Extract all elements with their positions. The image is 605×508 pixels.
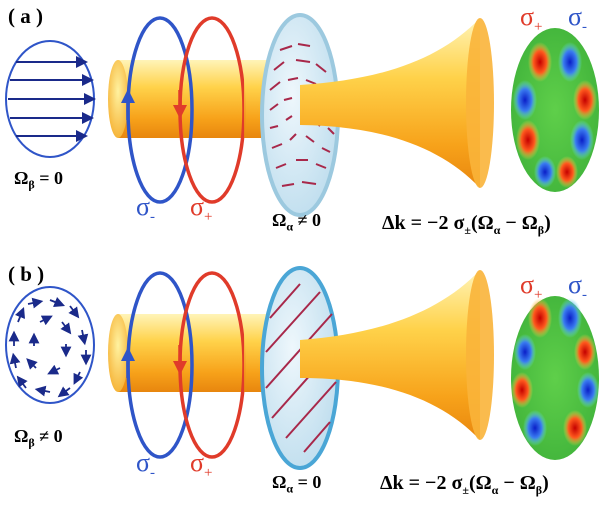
panel-label-a: ( a ) [8,4,43,28]
legend-sigma-minus-a: σ- [568,2,588,36]
phase-mismatch-formula-a: Δk = −2 σ±(Ωα − Ωβ) [382,212,551,237]
sigma-minus-label-a: σ- [136,192,156,226]
legend-sigma-plus-b: σ+ [520,270,543,304]
output-cone-b [300,270,480,440]
sigma-plus-label-a: σ+ [190,192,213,226]
panel-a [5,13,599,217]
input-polarization-ellipse-b [5,286,95,404]
beam-cap-b [108,314,128,392]
vortex-polarization-arrows [8,296,92,398]
panel-label-b: ( b ) [8,262,45,286]
sigma-plus-label-b: σ+ [190,448,213,482]
sigma-minus-label-b: σ- [136,448,156,482]
uniform-plate-pattern-b [265,283,337,453]
panel-b [5,266,599,470]
output-cone-a [300,18,480,188]
omega-beta-label-b: Ωβ ≠ 0 [14,426,63,450]
omega-alpha-label-a: Ωα ≠ 0 [272,210,322,234]
omega-alpha-label-b: Ωα = 0 [272,472,322,496]
uniform-polarization-arrows [8,56,96,142]
phase-mismatch-formula-b: Δk = −2 σ±(Ωα − Ωβ) [380,472,549,497]
legend-sigma-plus-a: σ+ [520,2,543,36]
omega-beta-label-a: Ωβ = 0 [14,168,64,192]
beam-cap-a [108,60,128,138]
legend-sigma-minus-b: σ- [568,270,588,304]
